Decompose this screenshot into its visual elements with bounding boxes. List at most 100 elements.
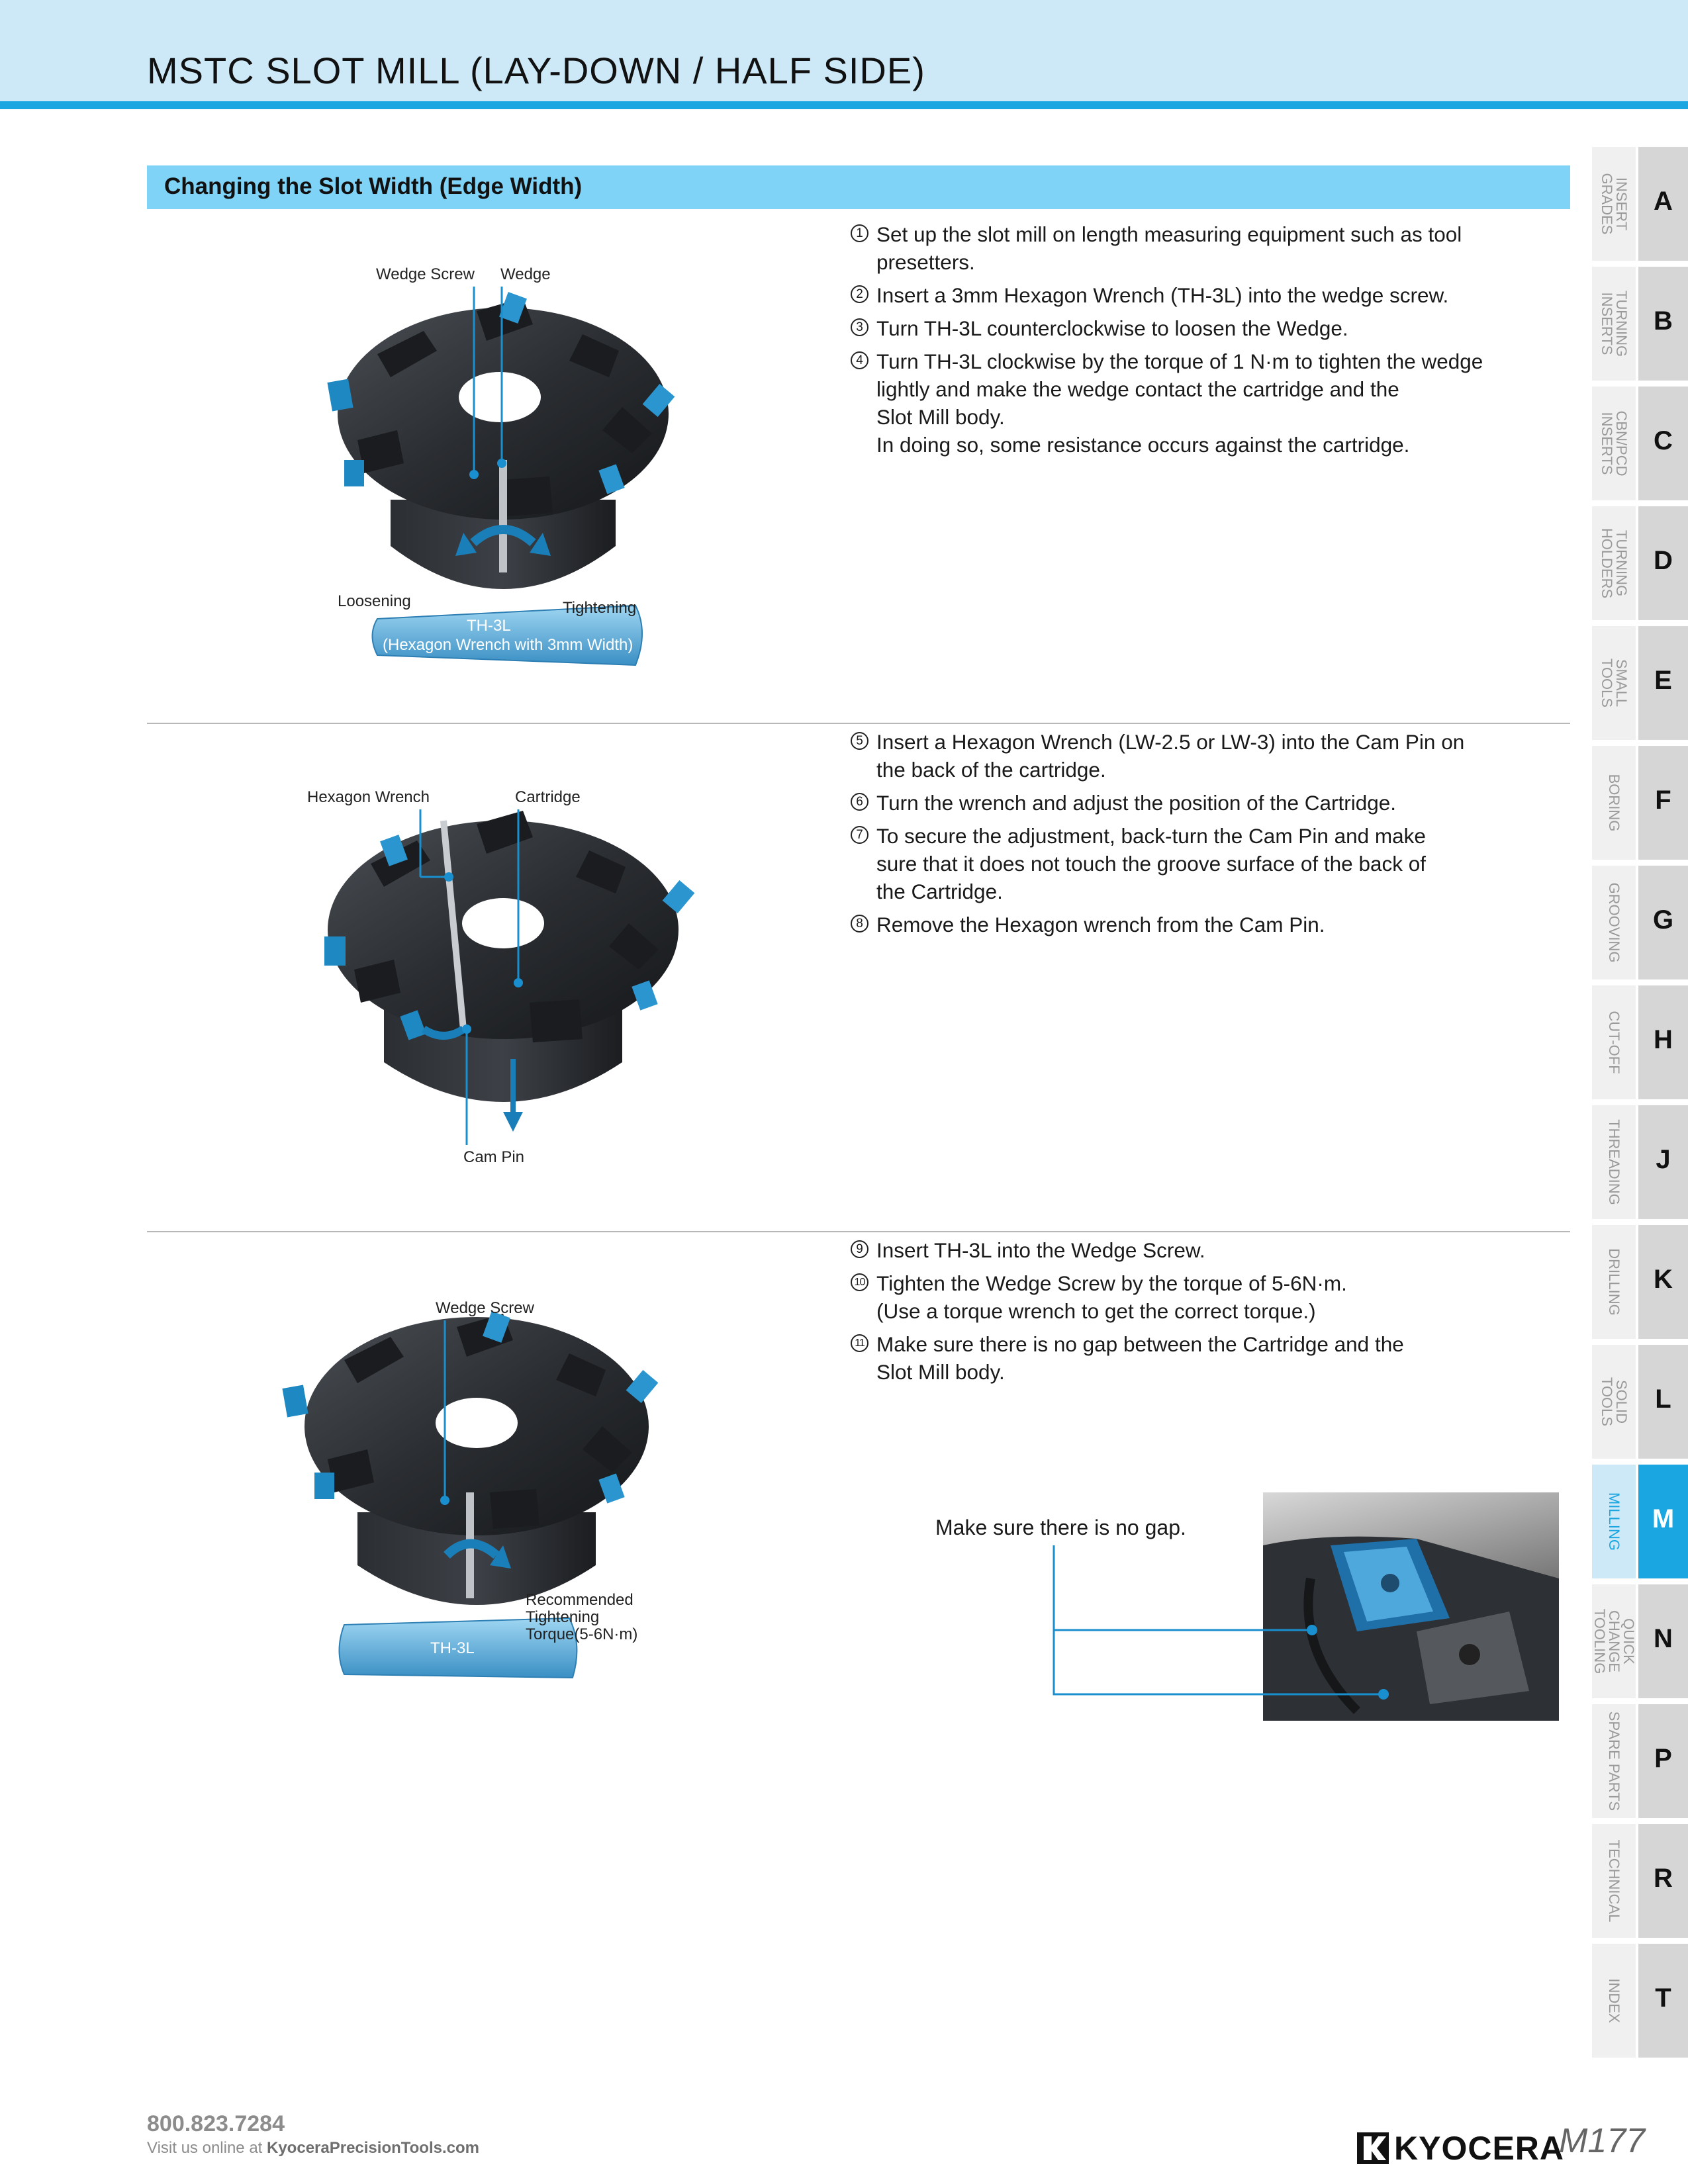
tab-letter-box: N: [1638, 1584, 1688, 1698]
tab-side: THREADING: [1592, 1105, 1636, 1219]
tab-side: TURNING INSERTS: [1592, 267, 1636, 381]
hexagon-wrench-label: Hexagon Wrench: [307, 788, 430, 806]
tab-side: SMALL TOOLS: [1592, 626, 1636, 740]
loosening-label: Loosening: [338, 592, 411, 610]
tab-label: QUICK CHANGE TOOLING: [1591, 1608, 1637, 1674]
tab-letter: M: [1652, 1504, 1675, 1533]
wrench-desc-label: (Hexagon Wrench with 3mm Width): [383, 636, 633, 654]
step-text: Remove the Hexagon wrench from the Cam P…: [876, 913, 1325, 936]
step-number: 3: [851, 318, 868, 336]
wrench-name-label: TH-3L: [430, 1639, 475, 1657]
tab-side: TURNING HOLDERS: [1592, 506, 1636, 620]
step-text: Make sure there is no gap between the Ca…: [876, 1332, 1404, 1384]
step-text: Turn the wrench and adjust the position …: [876, 791, 1397, 815]
tab-letter: E: [1654, 666, 1672, 695]
page-number: M177: [1559, 2122, 1646, 2160]
tab-label: TECHNICAL: [1606, 1839, 1622, 1923]
tab-letter: T: [1655, 1983, 1671, 2013]
recommended-torque-label: Recommended Tightening Torque(5-6N·m): [526, 1591, 638, 1643]
tab-letter-box: L: [1638, 1345, 1688, 1459]
tab-r[interactable]: TECHNICAL R: [1592, 1824, 1688, 1938]
step-text: Turn TH-3L clockwise by the torque of 1 …: [876, 349, 1483, 457]
step-number: 9: [851, 1240, 868, 1258]
section-header: Changing the Slot Width (Edge Width): [147, 165, 1570, 209]
step-item: 4 Turn TH-3L clockwise by the torque of 1…: [851, 347, 1552, 459]
tab-j[interactable]: THREADING J: [1592, 1105, 1688, 1219]
tab-e[interactable]: SMALL TOOLS E: [1592, 626, 1688, 740]
tab-letter: B: [1654, 306, 1673, 336]
step-number: 2: [851, 285, 868, 303]
tab-side: INDEX: [1592, 1944, 1636, 2058]
tab-label: SPARE PARTS: [1606, 1711, 1622, 1811]
step-number: 5: [851, 732, 868, 750]
footer-website: Visit us online at KyoceraPrecisionTools…: [147, 2139, 479, 2158]
tab-label: TURNING HOLDERS: [1599, 527, 1630, 599]
step-number: 4: [851, 351, 868, 369]
kyocera-emblem-icon: [1357, 2132, 1389, 2164]
wedge-label: Wedge: [500, 265, 551, 283]
tab-letter: G: [1652, 905, 1674, 934]
step-number: 6: [851, 793, 868, 811]
page-header: MSTC SLOT MILL (LAY-DOWN / HALF SIDE): [0, 0, 1688, 109]
wedge-screw-label: Wedge Screw: [376, 265, 475, 283]
tab-letter-box: K: [1638, 1225, 1688, 1339]
tab-letter-box: T: [1638, 1944, 1688, 2058]
tab-side: CUT-OFF: [1592, 985, 1636, 1099]
tab-c[interactable]: CBN/PCD INSERTS C: [1592, 387, 1688, 500]
tab-letter: C: [1654, 426, 1673, 455]
tab-side: DRILLING: [1592, 1225, 1636, 1339]
tab-p[interactable]: SPARE PARTS P: [1592, 1704, 1688, 1818]
footer-phone: 800.823.7284: [147, 2111, 285, 2136]
tab-label: INDEX: [1606, 1978, 1622, 2023]
tab-a[interactable]: INSERT GRADES A: [1592, 147, 1688, 261]
kyocera-logo: KYOCERA: [1357, 2128, 1564, 2168]
step-text: To secure the adjustment, back-turn the …: [876, 824, 1427, 903]
section-divider: [147, 723, 1570, 724]
tab-label: TURNING INSERTS: [1599, 290, 1630, 357]
step-item: 9 Insert TH-3L into the Wedge Screw.: [851, 1236, 1552, 1264]
tab-label: SMALL TOOLS: [1599, 658, 1630, 708]
tab-letter: L: [1655, 1385, 1671, 1414]
tab-t[interactable]: INDEX T: [1592, 1944, 1688, 2058]
section-tabs: INSERT GRADES A TURNING INSERTS B CBN/PCD IN…: [1591, 147, 1688, 2064]
tab-label: GROOVING: [1606, 882, 1622, 963]
tab-label: CBN/PCD INSERTS: [1599, 410, 1630, 477]
tab-side: SPARE PARTS: [1592, 1704, 1636, 1818]
step-item: 6 Turn the wrench and adjust the position…: [851, 789, 1552, 817]
tab-letter-box: B: [1638, 267, 1688, 381]
tab-letter: J: [1656, 1145, 1671, 1174]
tab-side: QUICK CHANGE TOOLING: [1591, 1584, 1637, 1698]
step-text: Insert TH-3L into the Wedge Screw.: [876, 1238, 1205, 1262]
wrench-name-label: TH-3L: [467, 617, 511, 635]
footer-website-url[interactable]: KyoceraPrecisionTools.com: [267, 2139, 479, 2157]
tab-h[interactable]: CUT-OFF H: [1592, 985, 1688, 1099]
slot-mill-figure-2: Hexagon Wrench Cartridge Cam Pin: [291, 784, 715, 1181]
cam-pin-label: Cam Pin: [463, 1148, 525, 1166]
tab-letter: F: [1655, 786, 1671, 815]
section-title: Changing the Slot Width (Edge Width): [164, 173, 583, 199]
brand-wordmark: KYOCERA: [1394, 2130, 1565, 2167]
step-text: Set up the slot mill on length measuring…: [876, 222, 1462, 274]
tab-letter-box: P: [1638, 1704, 1688, 1818]
tab-letter: H: [1654, 1025, 1673, 1054]
tab-letter: R: [1654, 1864, 1673, 1893]
tab-letter-box: E: [1638, 626, 1688, 740]
tab-g[interactable]: GROOVING G: [1592, 866, 1688, 979]
tab-letter: P: [1654, 1744, 1672, 1773]
tab-b[interactable]: TURNING INSERTS B: [1592, 267, 1688, 381]
tab-letter-box: C: [1638, 387, 1688, 500]
step-number: 10: [851, 1273, 868, 1291]
tab-label: INSERT GRADES: [1599, 173, 1630, 235]
tab-label: CUT-OFF: [1606, 1011, 1622, 1074]
slot-mill-figure-3: Wedge Screw Recommended Tightening Torqu…: [271, 1294, 708, 1704]
tab-letter-box: F: [1638, 746, 1688, 860]
tab-letter: A: [1654, 187, 1673, 216]
